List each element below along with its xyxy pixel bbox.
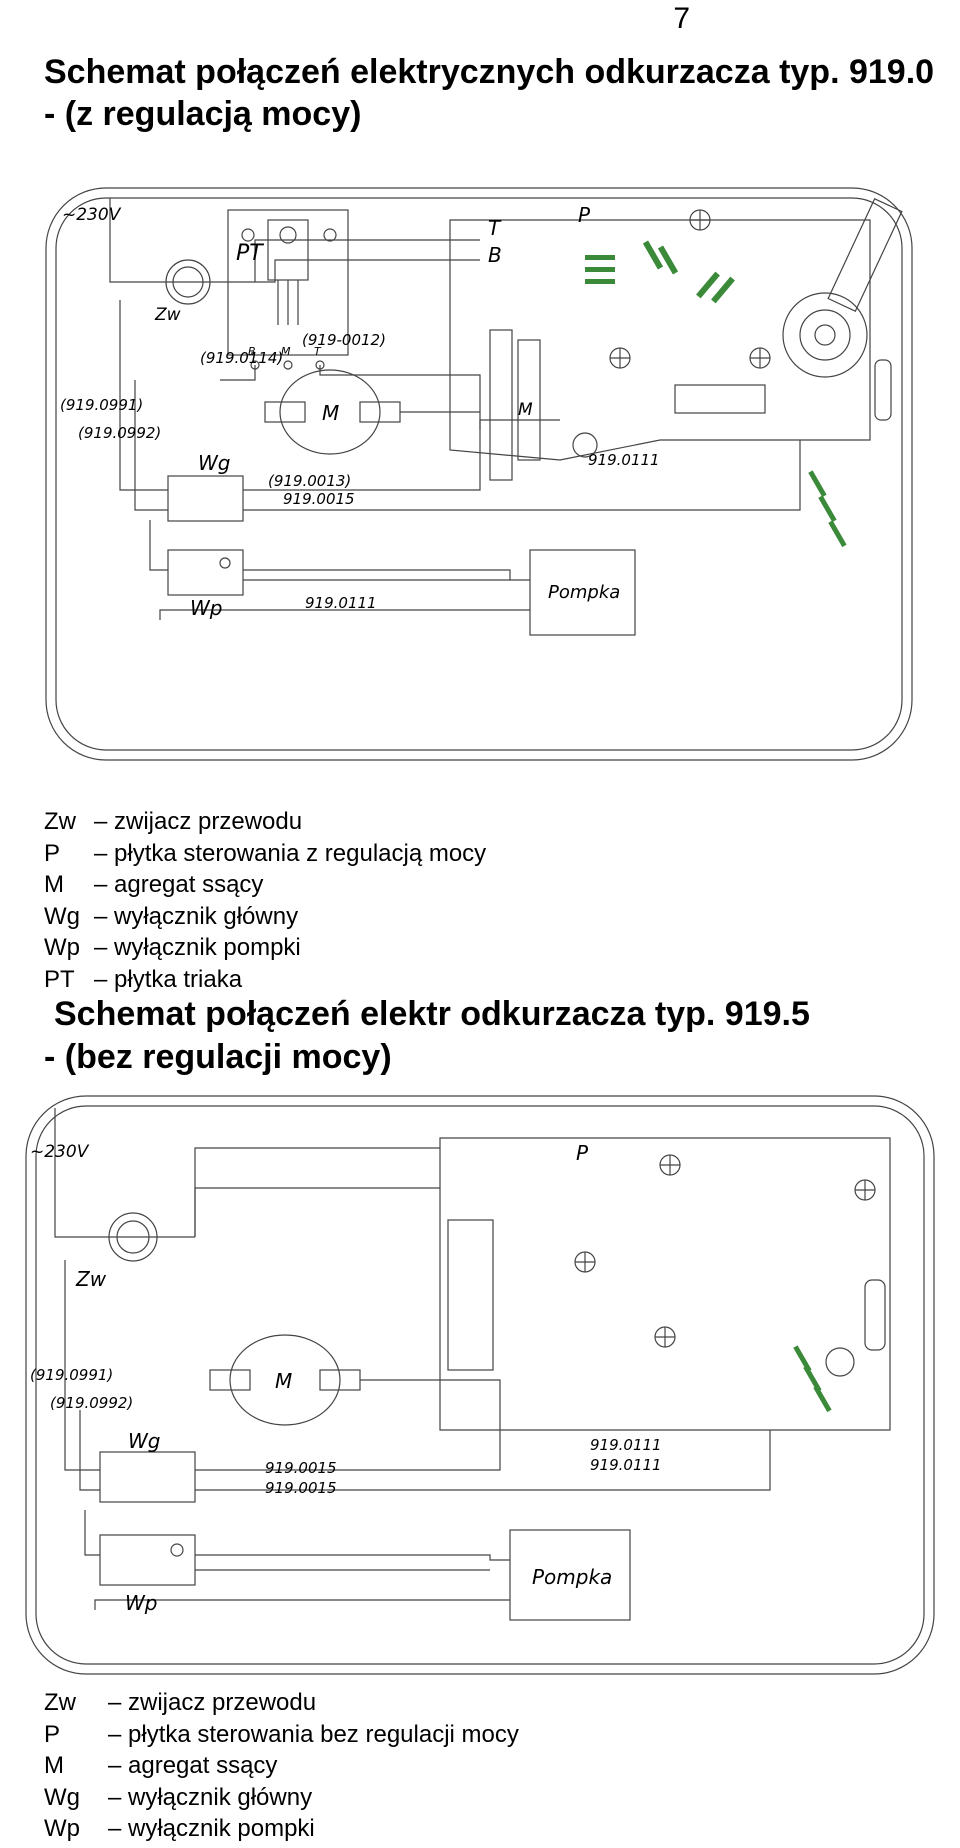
legend-abbr: M: [44, 871, 64, 898]
code-0015-b: 919.0015: [265, 1479, 337, 1497]
legend-item: Wg – wyłącznik główny: [44, 1782, 519, 1814]
code-0991: (919.0991): [30, 1366, 113, 1384]
legend-item: M – agregat ssący: [44, 1750, 519, 1782]
legend-abbr: P: [44, 839, 61, 867]
legend-abbr: P: [44, 1720, 61, 1748]
triac-board-label: PT: [236, 241, 264, 266]
legend-abbr: Zw: [44, 1689, 76, 1716]
legend-desc: – wyłącznik główny: [94, 902, 299, 930]
pump-switch-label: Wp: [190, 596, 222, 620]
pt-pin-t: T: [314, 345, 322, 358]
legend-item: Wg – wyłącznik główny: [44, 901, 486, 933]
section2-title: Schemat połączeń elektr odkurzacza typ. …: [54, 995, 810, 1033]
terminal-t-label: T: [488, 216, 502, 240]
motor: [279, 369, 381, 455]
control-board-label: P: [578, 203, 591, 227]
pump-label: Pompka: [548, 582, 620, 603]
legend-abbr: Wp: [44, 1815, 80, 1842]
legend-desc: – agregat ssący: [108, 1752, 278, 1779]
terminal-m-label: M: [518, 400, 533, 420]
control-board: [439, 1137, 891, 1431]
section2-subtitle: - (bez regulacji mocy): [44, 1038, 392, 1076]
legend-item: Wp – wyłącznik pompki: [44, 1813, 519, 1845]
section1-subtitle: - (z regulacją mocy): [44, 95, 362, 133]
pump-switch: [167, 549, 244, 596]
code-0111-b: 919.0111: [305, 594, 377, 612]
voltage-label: ~230V: [30, 1142, 90, 1162]
legend-abbr: Wg: [44, 902, 80, 930]
motor-label: M: [275, 1369, 292, 1393]
legend-item: Zw – zwijacz przewodu: [44, 806, 486, 838]
legend-item: Zw – zwijacz przewodu: [44, 1687, 519, 1719]
wiring-diagram-919-5: ~230V Zw P M Wg Wp Pompka (919.0991) (91…: [25, 1095, 935, 1675]
cord-reel-label: Zw: [154, 305, 181, 325]
pump: [529, 549, 636, 636]
legend-abbr: Zw: [44, 808, 76, 835]
main-switch: [167, 475, 244, 522]
legend-item: P – płytka sterowania z regulacją mocy: [44, 838, 486, 870]
legend-abbr: PT: [44, 965, 75, 993]
pump-label: Pompka: [532, 1565, 612, 1589]
pump-switch: [99, 1534, 196, 1586]
cord-reel-label: Zw: [75, 1267, 107, 1291]
legend-abbr: Wp: [44, 934, 80, 961]
legend-item: Wp – wyłącznik pompki: [44, 932, 486, 964]
terminal-b-label: B: [488, 243, 502, 267]
housing-outline-inner: [55, 197, 903, 751]
wiring-diagram-919-0: ~230V Zw PT B M T T B P M M Wg Wp Pompka…: [45, 187, 913, 761]
motor: [229, 1334, 341, 1426]
section1-legend: Zw – zwijacz przewodu P – płytka sterowani…: [44, 806, 486, 995]
pt-pin-m: M: [281, 345, 291, 358]
code-0012: (919-0012): [302, 331, 386, 349]
legend-desc: – zwijacz przewodu: [108, 1689, 317, 1716]
code-0992: (919.0992): [78, 424, 161, 442]
code-0015: 919.0015: [283, 490, 355, 508]
legend-abbr: M: [44, 1752, 64, 1779]
legend-item: P – płytka sterowania bez regulacji mocy: [44, 1719, 519, 1751]
code-0114: (919.0114): [200, 349, 283, 367]
pt-pin-b: B: [248, 345, 256, 358]
code-0111-a: 919.0111: [588, 451, 660, 469]
main-switch: [99, 1451, 196, 1503]
code-0111-a: 919.0111: [590, 1436, 662, 1454]
page-number: 7: [673, 2, 690, 35]
legend-desc: – wyłącznik pompki: [108, 1815, 315, 1842]
section2-legend: Zw – zwijacz przewodu P – płytka sterowani…: [44, 1687, 519, 1845]
code-0015-a: 919.0015: [265, 1459, 337, 1477]
code-0991: (919.0991): [60, 396, 143, 414]
legend-desc: – wyłącznik pompki: [94, 934, 301, 961]
housing-outline-inner: [35, 1105, 925, 1665]
code-0111-b: 919.0111: [590, 1456, 662, 1474]
legend-desc: – płytka sterowania z regulacją mocy: [94, 839, 487, 867]
legend-abbr: Wg: [44, 1783, 80, 1811]
legend-item: PT – płytka triaka: [44, 964, 486, 996]
code-0992: (919.0992): [50, 1394, 133, 1412]
main-switch-label: Wg: [198, 451, 230, 475]
main-switch-label: Wg: [128, 1429, 160, 1453]
legend-item: M – agregat ssący: [44, 869, 486, 901]
legend-desc: – wyłącznik główny: [108, 1783, 313, 1811]
pump: [509, 1529, 631, 1621]
code-0013: (919.0013): [268, 472, 351, 490]
legend-desc: – zwijacz przewodu: [94, 808, 303, 835]
voltage-label: ~230V: [62, 205, 122, 225]
legend-desc: – agregat ssący: [94, 871, 264, 898]
section1-title: Schemat połączeń elektrycznych odkurzacz…: [44, 53, 935, 91]
control-board: [449, 219, 871, 461]
housing-outline-outer: [25, 1095, 935, 1675]
legend-desc: – płytka triaka: [94, 965, 243, 993]
legend-desc: – płytka sterowania bez regulacji mocy: [108, 1720, 519, 1748]
motor-label: M: [322, 401, 339, 425]
control-board-label: P: [576, 1141, 589, 1165]
housing-outline-outer: [45, 187, 913, 761]
pump-switch-label: Wp: [125, 1591, 157, 1615]
